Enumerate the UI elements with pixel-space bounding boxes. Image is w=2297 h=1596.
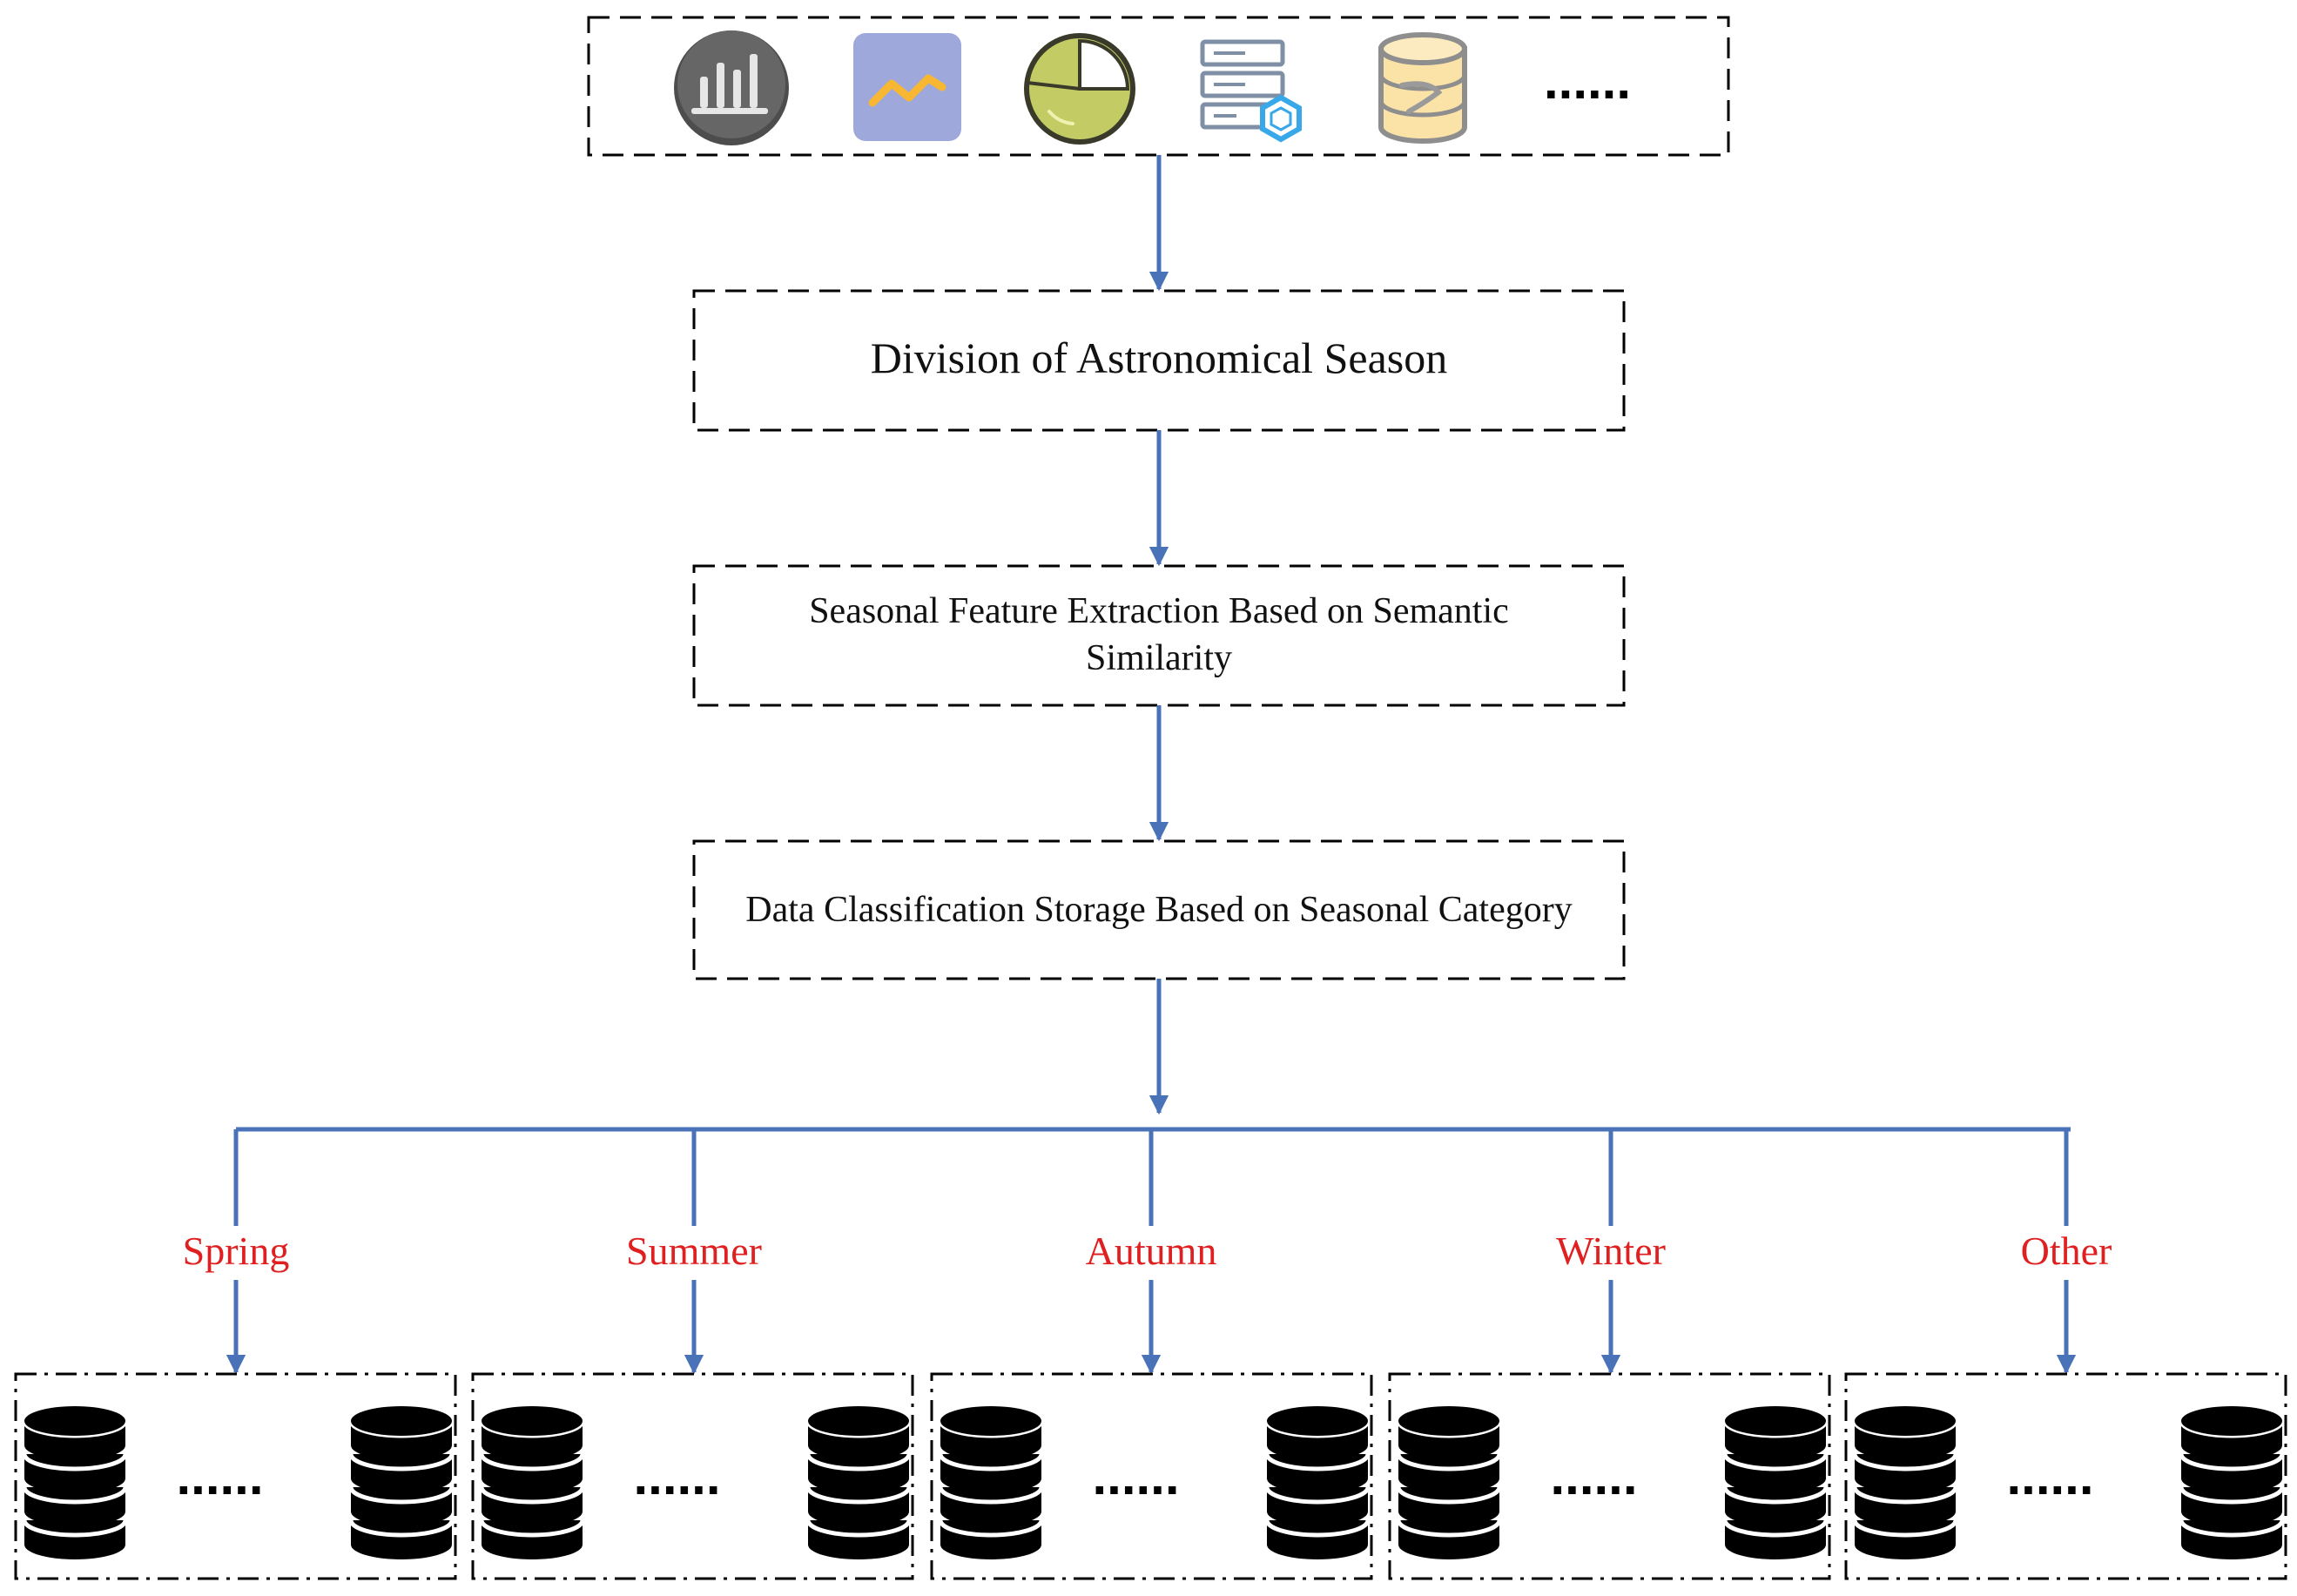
storage-box-autumn: ...... bbox=[930, 1372, 1373, 1580]
data-sources-box bbox=[587, 16, 1730, 157]
line-chart-icon bbox=[853, 33, 961, 141]
step-label-season-division: Division of Astronomical Season bbox=[871, 333, 1447, 382]
category-label-summer: Summer bbox=[626, 1229, 762, 1273]
database-icon bbox=[805, 1406, 912, 1559]
storage-ellipsis: ...... bbox=[176, 1447, 263, 1505]
database-icon bbox=[479, 1406, 585, 1559]
database-icon bbox=[2179, 1406, 2285, 1559]
database-icon bbox=[1378, 32, 1467, 144]
database-icon bbox=[348, 1406, 455, 1559]
storage-ellipsis: ...... bbox=[1550, 1447, 1637, 1505]
category-label-winter: Winter bbox=[1556, 1229, 1666, 1273]
pie-chart-icon bbox=[1024, 33, 1135, 145]
category-label-other: Other bbox=[2021, 1229, 2112, 1273]
step-label-feature-extraction-line1: Seasonal Feature Extraction Based on Sem… bbox=[809, 591, 1509, 631]
more-sources-ellipsis: ...... bbox=[1544, 51, 1631, 110]
storage-box-other: ...... bbox=[1844, 1372, 2287, 1580]
step-label-feature-extraction-line2: Similarity bbox=[1086, 638, 1232, 678]
bar-chart-icon bbox=[674, 30, 789, 145]
storage-ellipsis: ...... bbox=[2006, 1447, 2093, 1505]
database-icon bbox=[22, 1406, 128, 1559]
database-icon bbox=[1722, 1406, 1829, 1559]
step-box-season-division bbox=[692, 289, 1626, 432]
storage-box-winter: ...... bbox=[1388, 1372, 1831, 1580]
category-label-spring: Spring bbox=[183, 1229, 290, 1273]
step-label-classification-storage: Data Classification Storage Based on Sea… bbox=[745, 890, 1572, 930]
database-icon bbox=[1264, 1406, 1371, 1559]
step-box-feature-extraction bbox=[692, 564, 1626, 707]
database-icon bbox=[1852, 1406, 1958, 1559]
database-icon bbox=[938, 1406, 1044, 1559]
storage-ellipsis: ...... bbox=[633, 1447, 720, 1505]
storage-box-summer: ...... bbox=[471, 1372, 914, 1580]
storage-box-spring: ...... bbox=[14, 1372, 457, 1580]
server-icon bbox=[1200, 39, 1302, 143]
category-label-autumn: Autumn bbox=[1086, 1229, 1217, 1273]
storage-ellipsis: ...... bbox=[1092, 1447, 1179, 1505]
database-icon bbox=[1396, 1406, 1502, 1559]
